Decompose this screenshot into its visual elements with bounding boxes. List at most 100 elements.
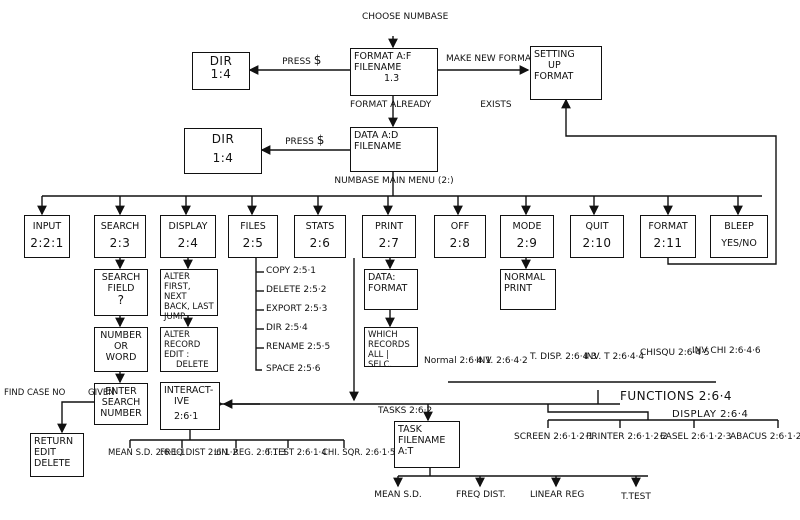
- format-exists-label: FORMAT ALREADY EXISTS: [350, 100, 512, 110]
- reg-text: REG.: [233, 448, 254, 458]
- fn-normal[interactable]: Normal 2:6·4·1: [424, 356, 491, 366]
- interactive-freq-dist[interactable]: FREQ DIST 2:6·1·2: [160, 448, 238, 458]
- fn-inv-t[interactable]: INV. T 2:6·4·4: [584, 352, 644, 362]
- files-rename[interactable]: RENAME 2:5·5: [266, 342, 330, 352]
- task-filename-box[interactable]: TASK FILENAME A:T: [394, 421, 460, 468]
- format-filename-box[interactable]: FORMAT A:F FILENAME 1.3: [350, 48, 438, 96]
- number-or-word-box[interactable]: NUMBER OR WORD: [94, 327, 148, 372]
- interactive-t-test[interactable]: T.TEST 2:6·1·4: [266, 448, 327, 458]
- menu-off[interactable]: OFF 2:8: [434, 215, 486, 258]
- menu-off-label: OFF: [450, 221, 470, 232]
- search-field-question: ?: [117, 293, 125, 307]
- menu-files[interactable]: FILES 2:5: [228, 215, 278, 258]
- sd-text: S.D.: [135, 448, 153, 458]
- menu-stats-code: 2:6: [309, 236, 331, 250]
- task-freq-dist[interactable]: FREQ DIST.: [456, 490, 506, 500]
- mean-text: MEAN: [108, 448, 133, 458]
- edit-text: EDIT: [34, 447, 56, 458]
- menu-print[interactable]: PRINT 2:7: [362, 215, 416, 258]
- fn-chisqu[interactable]: CHISQU 2:6·4·5: [640, 348, 710, 358]
- functions-title: FUNCTIONS 2:6·4: [620, 390, 732, 403]
- exists-text: EXISTS: [480, 100, 512, 110]
- files-copy[interactable]: COPY 2:5·1: [266, 266, 316, 276]
- menu-quit[interactable]: QUIT 2:10: [570, 215, 624, 258]
- fn-invchi-code: 2:6·4·6: [729, 346, 761, 356]
- menu-quit-code: 2:10: [582, 236, 612, 250]
- files-space[interactable]: SPACE 2:5·6: [266, 364, 320, 374]
- number-text: NUMBER: [100, 330, 142, 341]
- task-freq-text: FREQ: [456, 490, 481, 500]
- interactive-chi-sqr[interactable]: CHI. SQR. 2:6·1·5: [322, 448, 395, 458]
- interactive-lin-reg[interactable]: LIN. REG. 2:6·1·3: [214, 448, 286, 458]
- fn-tdisp-code: 2:6·4·3: [565, 352, 597, 362]
- normal-print-box[interactable]: NORMAL PRINT: [500, 269, 556, 310]
- menu-input[interactable]: INPUT 2:2:1: [24, 215, 70, 258]
- fn-invt-name: INV. T: [584, 352, 610, 362]
- menu-mode-code: 2:9: [516, 236, 538, 250]
- fn-inv-name: INV.: [476, 356, 494, 366]
- menu-stats[interactable]: STATS 2:6: [294, 215, 346, 258]
- task-linear-reg[interactable]: LINEAR REG: [530, 490, 584, 500]
- search-text: SEARCH: [101, 397, 141, 408]
- setting-up-format-box[interactable]: SETTING UP FORMAT: [530, 46, 602, 100]
- task-mean-sd[interactable]: MEAN S.D.: [374, 490, 422, 500]
- up-text: UP: [548, 60, 561, 71]
- alter-text: ALTER: [164, 272, 190, 282]
- format-already-text: FORMAT ALREADY: [350, 100, 432, 110]
- files-dir[interactable]: DIR 2:5·4: [266, 323, 308, 333]
- find-case-text: FIND CASE NO: [4, 388, 66, 398]
- dir-box-bottom[interactable]: DIR 1:4: [184, 128, 262, 174]
- files-export[interactable]: EXPORT 2:5·3: [266, 304, 327, 314]
- search-field-box[interactable]: SEARCH FIELD ?: [94, 269, 148, 316]
- menu-bleep-label: BLEEP: [724, 221, 754, 232]
- interactive-box[interactable]: INTERACT- IVE 2:6·1: [160, 382, 220, 430]
- interactive-mean-sd[interactable]: MEAN S.D. 2:6·1·1: [108, 448, 186, 458]
- data-format-box[interactable]: DATA: FORMAT: [364, 269, 418, 310]
- display-printer[interactable]: PRINTER 2:6·1·2·2: [586, 432, 668, 442]
- menu-display[interactable]: DISPLAY 2:4: [160, 215, 216, 258]
- menu-mode[interactable]: MODE 2:9: [500, 215, 554, 258]
- fn-invchi-name: INV CHI: [692, 346, 727, 356]
- menu-input-label: INPUT: [32, 221, 62, 232]
- dir-box-top[interactable]: DIR 1:4: [192, 52, 250, 90]
- task-filename-text: FILENAME: [398, 435, 446, 446]
- alter-record-text1: ALTER: [164, 330, 190, 340]
- fn-inv[interactable]: INV. 2:6·4·2: [476, 356, 528, 366]
- display-screen[interactable]: SCREEN 2:6·1·2·1: [514, 432, 593, 442]
- enter-search-number-box[interactable]: ENTER SEARCH NUMBER: [94, 383, 148, 425]
- task-text: TASK: [398, 424, 422, 435]
- task-t-test[interactable]: T.TEST: [612, 492, 660, 502]
- normal-text: NORMAL: [504, 272, 546, 283]
- dir2-text: DIR: [211, 132, 235, 146]
- fn-tdisp-name: T. DISP.: [530, 352, 563, 362]
- task-mean-text: MEAN: [374, 490, 401, 500]
- print2-text: PRINT: [504, 283, 533, 294]
- menu-bleep[interactable]: BLEEP YES/NO: [710, 215, 768, 258]
- numbase-text: NUMBASE: [403, 12, 449, 22]
- menu-format[interactable]: FORMAT 2:11: [640, 215, 696, 258]
- display-title: DISPLAY 2:6·4: [672, 408, 748, 421]
- press2-text: PRESS: [285, 137, 314, 147]
- task-linear-text: LINEAR: [530, 490, 563, 500]
- fn-t-disp[interactable]: T. DISP. 2:6·4·3: [530, 352, 597, 362]
- display-easel[interactable]: EASEL 2:6·1·2·3: [660, 432, 731, 442]
- task-sd-text: S.D.: [403, 490, 422, 500]
- data-ad-text: DATA A:D: [354, 130, 399, 141]
- interactive-code: 2:6·1: [174, 411, 199, 422]
- dir-code-text: 1:4: [210, 67, 232, 81]
- which-records-box[interactable]: WHICH RECORDS ALL | SELC.: [364, 327, 418, 370]
- alter-first-box[interactable]: ALTER FIRST, NEXT BACK, LAST JUMP: [160, 269, 218, 322]
- find-case-label: FIND CASE NO GIVEN: [4, 388, 115, 398]
- display-abacus[interactable]: ABACUS 2:6·1·2·4: [730, 432, 800, 442]
- return-edit-delete-box[interactable]: RETURN EDIT DELETE: [30, 433, 84, 477]
- display-easel-name: EASEL: [660, 432, 689, 442]
- files-delete[interactable]: DELETE 2:5·2: [266, 285, 326, 295]
- setting-format-text: FORMAT: [534, 71, 574, 82]
- dollar-text: $: [313, 53, 322, 67]
- menu-search[interactable]: SEARCH 2:3: [94, 215, 146, 258]
- fn-inv-chi[interactable]: INV CHI 2:6·4·6: [692, 346, 761, 356]
- alter-record-box[interactable]: ALTER RECORD EDIT : DELETE: [160, 327, 218, 372]
- chi-text: CHI.: [322, 448, 340, 458]
- data-filename-box[interactable]: DATA A:D FILENAME: [350, 127, 438, 172]
- display-abacus-code: 2:6·1·2·4: [769, 432, 800, 442]
